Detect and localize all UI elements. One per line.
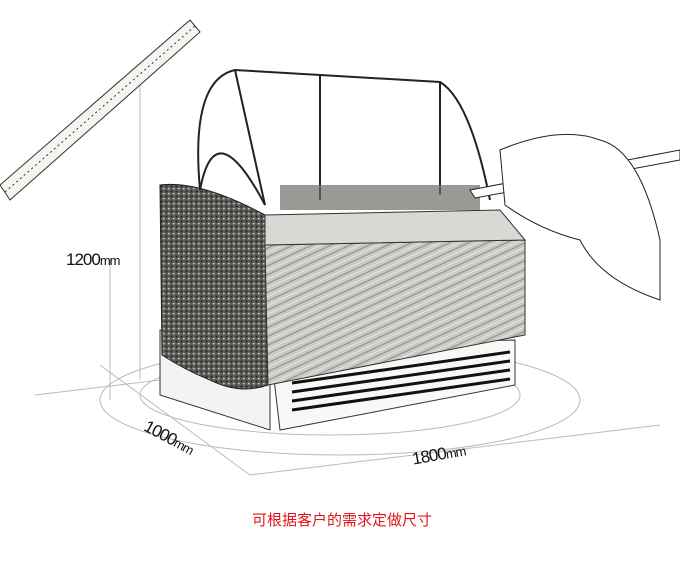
hand-with-pencil-illustration xyxy=(469,133,680,301)
ruler-illustration xyxy=(0,19,201,201)
glass-canopy xyxy=(197,68,491,206)
height-dimension-label: 1200mm xyxy=(66,250,120,269)
cabinet-side-panel xyxy=(159,183,269,390)
ice-cream-trays xyxy=(280,185,480,210)
vent-grille xyxy=(291,350,511,412)
custom-size-note: 可根据客户的需求定做尺寸 xyxy=(252,511,433,529)
